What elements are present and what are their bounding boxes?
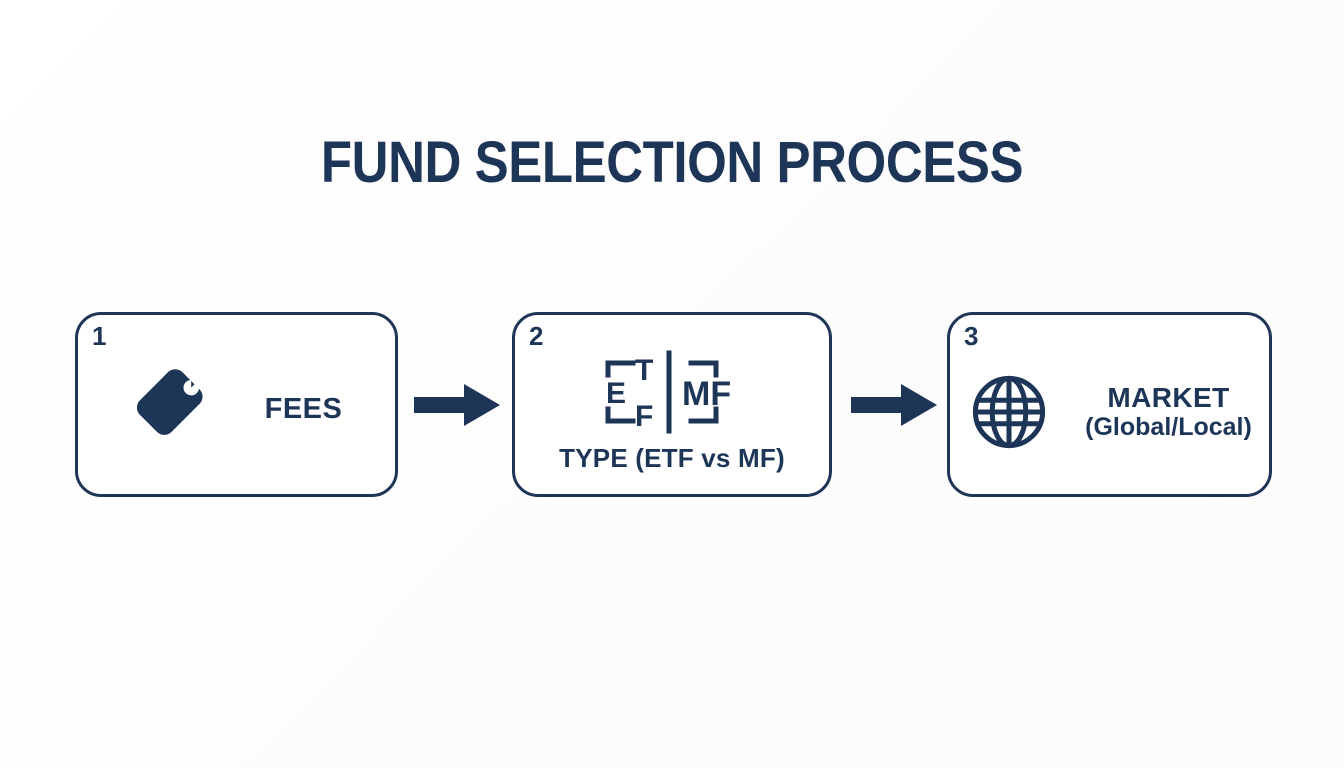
svg-text:T: T xyxy=(635,354,653,387)
globe-icon xyxy=(973,375,1046,448)
process-step-card-3[interactable]: 3 MARKET (Global/Local) xyxy=(947,312,1272,497)
step-1-label: FEES xyxy=(264,393,343,425)
step-3-text-block: MARKET (Global/Local) xyxy=(1085,382,1252,441)
step-3-content: MARKET (Global/Local) xyxy=(950,315,1269,494)
etf-vs-mf-icon: E T F MF xyxy=(605,350,731,434)
page-title: FUND SELECTION PROCESS xyxy=(320,130,1024,195)
step-3-sublabel: (Global/Local) xyxy=(1085,413,1252,442)
svg-text:E: E xyxy=(606,377,626,410)
svg-text:F: F xyxy=(635,400,653,433)
svg-text:MF: MF xyxy=(682,375,731,413)
step-3-label: MARKET xyxy=(1107,381,1230,413)
step-number-1: 1 xyxy=(92,321,107,351)
step-number-3: 3 xyxy=(964,321,979,351)
step-2-content: E T F MF TYPE (ETF vs MF) xyxy=(515,315,829,494)
arrow-step-2-to-3-icon xyxy=(851,384,937,426)
arrow-step-1-to-2-icon xyxy=(414,384,500,426)
step-number-2: 2 xyxy=(529,321,544,351)
process-flow: 1 FEES 2 xyxy=(0,312,1344,502)
step-2-label: TYPE (ETF vs MF) xyxy=(559,443,785,473)
price-tag-icon xyxy=(136,368,203,435)
process-step-card-1[interactable]: 1 FEES xyxy=(75,312,398,497)
step-1-content: FEES xyxy=(78,315,395,494)
process-step-card-2[interactable]: 2 E T F xyxy=(512,312,832,497)
